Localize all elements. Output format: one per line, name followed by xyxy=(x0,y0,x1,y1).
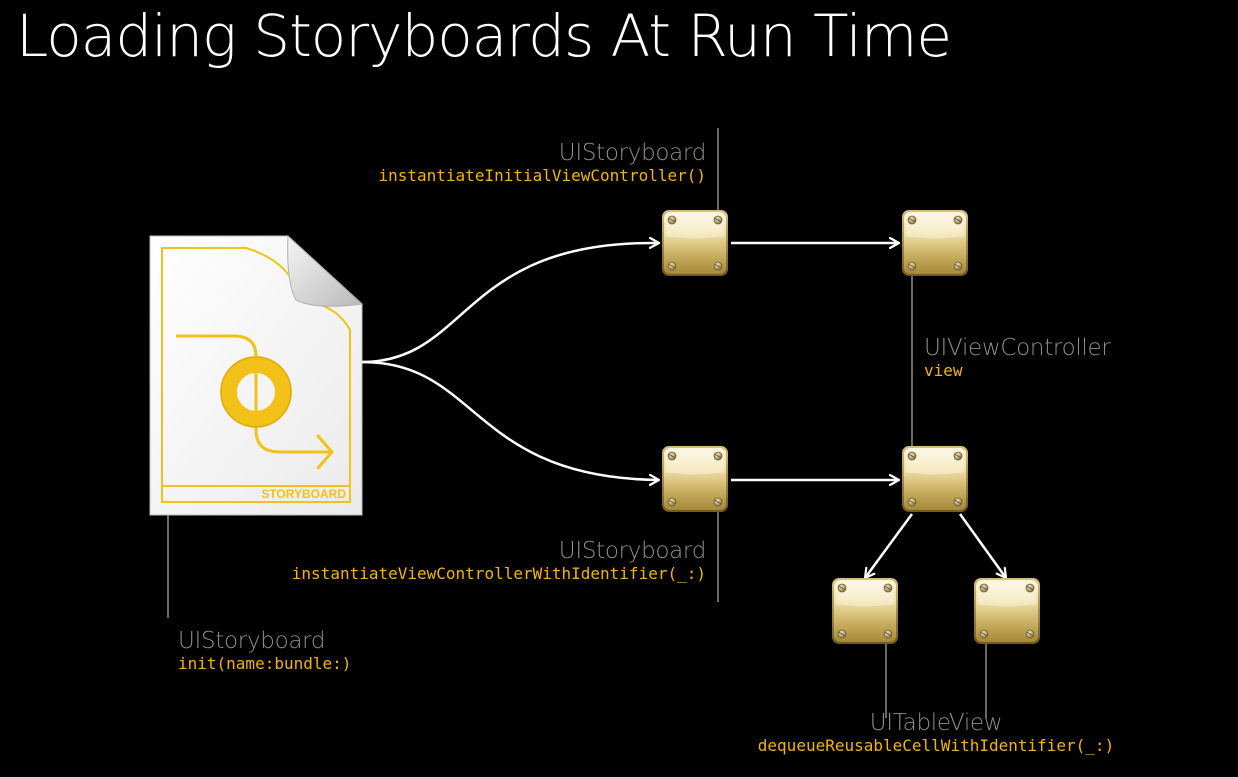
view-controller-child-top-icon xyxy=(901,209,969,277)
view-controller-identifier-icon xyxy=(661,445,729,513)
label-with-identifier-method: instantiateViewControllerWithIdentifier(… xyxy=(291,564,706,583)
label-with-identifier-class: UIStoryboard xyxy=(558,538,707,564)
label-with-identifier: UIStoryboard instantiateViewControllerWi… xyxy=(291,538,707,583)
connector-file-to-identifier xyxy=(361,360,659,480)
table-cell-left-icon xyxy=(831,577,899,645)
storyboard-file-icon: STORYBOARD xyxy=(149,234,364,516)
connectors xyxy=(361,243,1006,578)
slide-title: Loading Storyboards At Run Time xyxy=(16,2,952,70)
table-cell-right-icon xyxy=(973,577,1041,645)
connector-file-to-initial xyxy=(361,243,659,364)
label-view-controller: UIViewController view xyxy=(924,335,1111,380)
label-table-view-class: UITableView xyxy=(869,710,1003,736)
label-initial: UIStoryboard instantiateInitialViewContr… xyxy=(378,140,706,185)
label-view-controller-method: view xyxy=(924,361,963,380)
view-controller-initial-icon xyxy=(661,209,729,277)
label-init: UIStoryboard init(name:bundle:) xyxy=(178,628,351,673)
label-initial-method: instantiateInitialViewController() xyxy=(378,166,706,185)
label-init-class: UIStoryboard xyxy=(178,628,326,654)
label-init-method: init(name:bundle:) xyxy=(178,654,352,673)
view-controller-child-bottom-icon xyxy=(901,445,969,513)
storyboard-label: STORYBOARD xyxy=(261,487,346,501)
label-view-controller-class: UIViewController xyxy=(924,335,1111,361)
leader-lines xyxy=(167,128,987,718)
label-table-view: UITableView dequeueReusableCellWithIdent… xyxy=(736,710,1136,755)
connector-to-cell-left xyxy=(865,513,914,578)
label-table-view-method: dequeueReusableCellWithIdentifier(_:) xyxy=(757,736,1115,755)
label-initial-class: UIStoryboard xyxy=(558,140,707,166)
connector-to-cell-right xyxy=(958,513,1006,578)
